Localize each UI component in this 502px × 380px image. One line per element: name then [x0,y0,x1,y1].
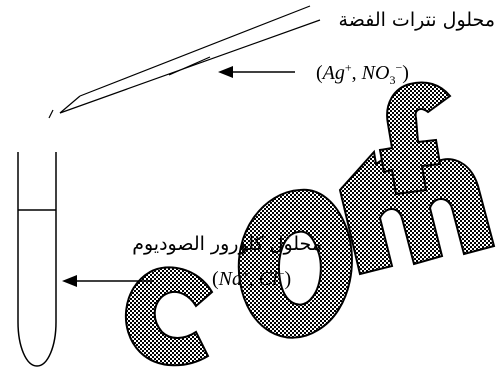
silver-nitrate-arrow [218,66,295,78]
test-tube [17,152,57,367]
formula-separator: , [248,268,259,290]
formula-close-paren: ) [402,62,409,84]
sodium-chloride-label: محلول كلورور الصوديوم [132,233,322,255]
nitrate-subscript: 3 [389,73,396,87]
pipette [48,5,321,119]
nitrate-ion: NO [361,62,390,84]
sodium-ion-charge: + [242,266,249,281]
formula-open-paren: ( [212,268,219,290]
silver-nitrate-formula: (Ag+, NO3−) [316,60,409,87]
pipette-tip [48,109,54,119]
chloride-ion-charge: − [277,266,285,281]
formula-separator: , [351,62,362,84]
watermark-letter-c [124,266,214,367]
nitrate-ion-charge: − [395,60,403,75]
sodium-chloride-arrow [62,275,152,287]
watermark-letter-o [237,188,353,339]
formula-open-paren: ( [316,62,323,84]
silver-nitrate-label: محلول نترات الفضة [338,9,495,31]
pipette-liquid-level [168,56,211,76]
sodium-chloride-formula: (Na+, Cl−) [212,266,292,291]
sodium-ion: Na [218,268,243,290]
chloride-ion: Cl [258,268,278,290]
silver-ion-charge: + [344,60,352,75]
formula-close-paren: ) [284,268,292,290]
silver-ion: Ag [322,62,345,84]
watermark-com [124,81,496,367]
watermark-letter-f [378,81,452,196]
